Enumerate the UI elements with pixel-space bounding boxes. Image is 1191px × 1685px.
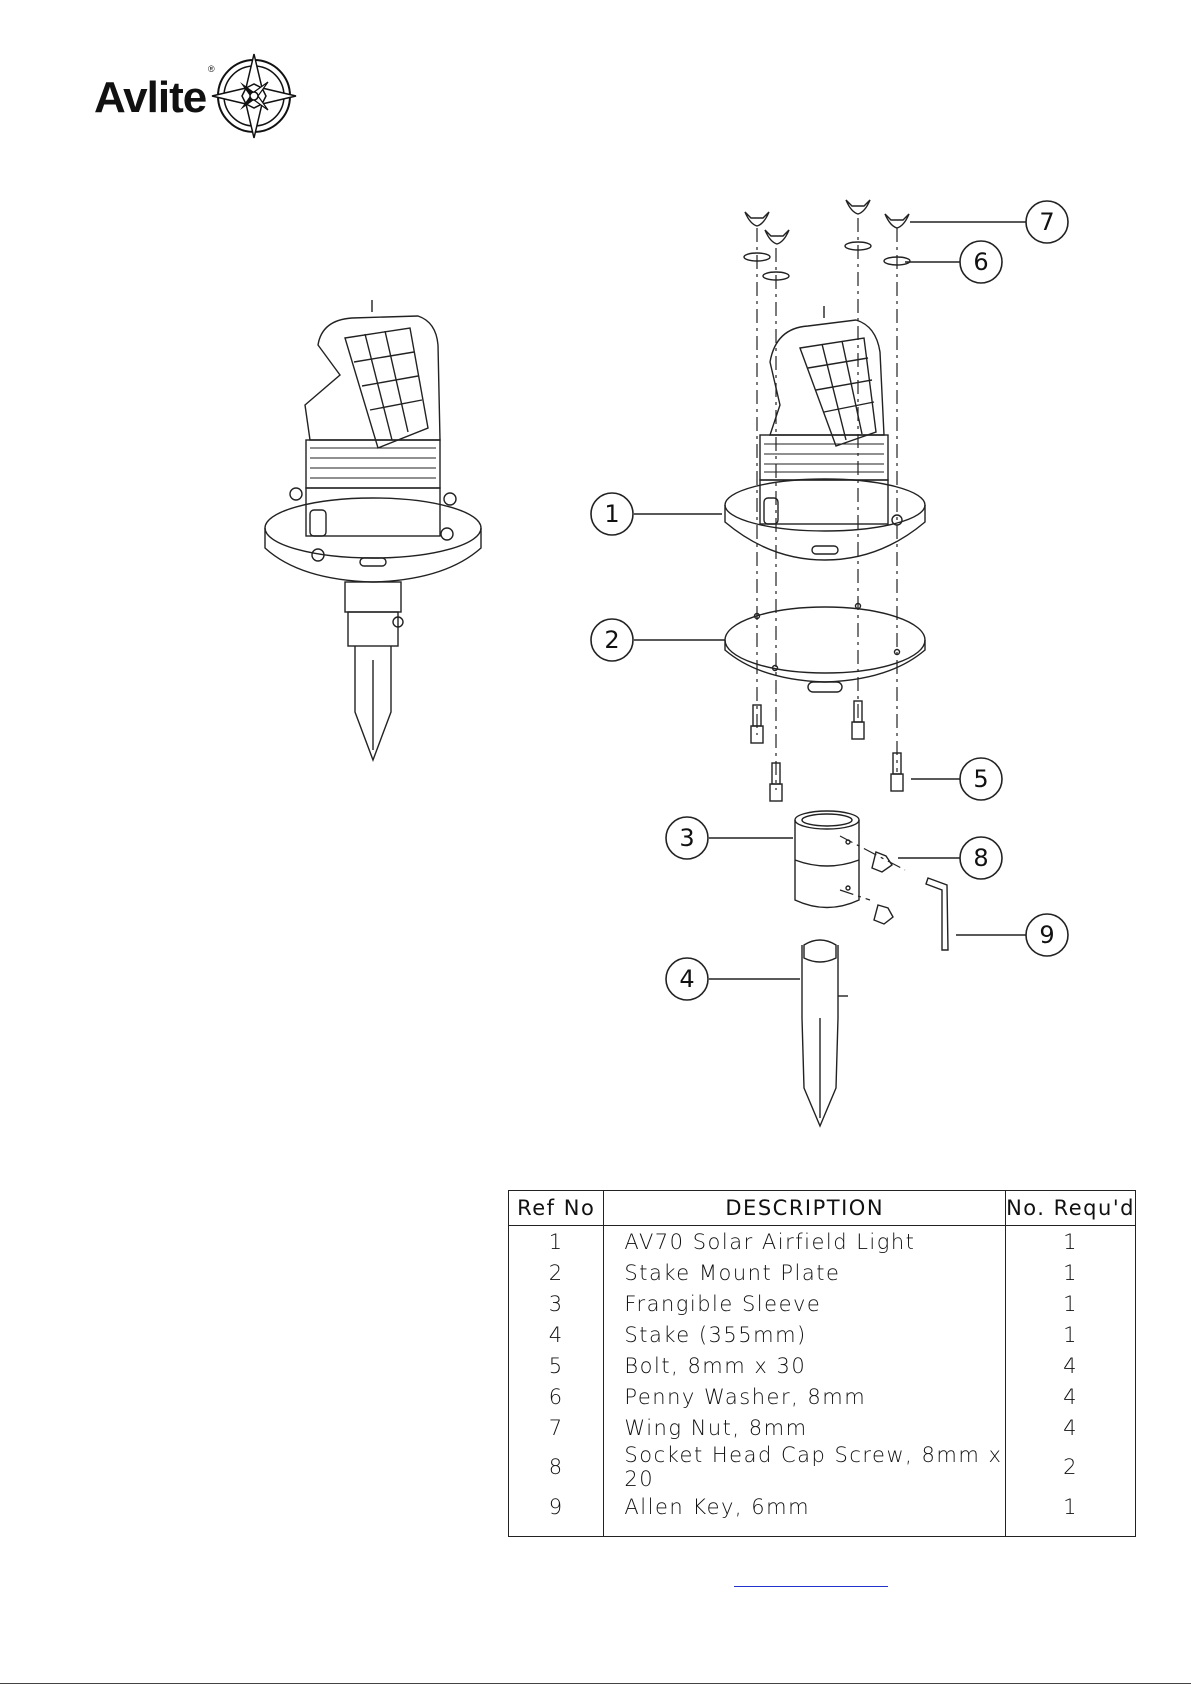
bolt-illustrations: [751, 701, 903, 801]
cap-screw-illustrations: [872, 852, 893, 924]
row-quantity: 1: [1006, 1257, 1136, 1288]
hyperlink-underline[interactable]: [734, 1586, 888, 1587]
exploded-assembly-diagram: 1 2 3 4 5 6 7 8 9: [0, 0, 1191, 1160]
row-ref: 3: [509, 1288, 604, 1319]
light-body-illustration: [725, 306, 925, 560]
row-ref: 9: [509, 1491, 604, 1537]
header-description: DESCRIPTION: [604, 1191, 1006, 1226]
row-description: Stake (355mm): [604, 1319, 1006, 1350]
stake-mount-plate-illustration: [725, 604, 925, 693]
row-quantity: 1: [1006, 1288, 1136, 1319]
callout-3: 3: [679, 824, 694, 852]
row-description: Socket Head Cap Screw, 8mm x 20: [604, 1443, 1006, 1491]
row-quantity: 2: [1006, 1443, 1136, 1491]
callout-8: 8: [973, 844, 988, 872]
row-quantity: 4: [1006, 1350, 1136, 1381]
solar-panel-grid: [345, 328, 428, 448]
callout-9: 9: [1039, 921, 1054, 949]
row-ref: 6: [509, 1381, 604, 1412]
callout-5: 5: [973, 765, 988, 793]
callout-circles: [591, 201, 1068, 1000]
row-ref: 8: [509, 1443, 604, 1491]
row-quantity: 4: [1006, 1381, 1136, 1412]
allen-key-illustration: [926, 878, 948, 950]
assembled-light-illustration: [265, 300, 481, 760]
row-ref: 1: [509, 1226, 604, 1258]
row-description: Wing Nut, 8mm: [604, 1412, 1006, 1443]
callout-4: 4: [679, 965, 694, 993]
row-description: Stake Mount Plate: [604, 1257, 1006, 1288]
callout-7: 7: [1039, 208, 1054, 236]
footer-divider: [0, 1683, 1191, 1684]
stake-illustration: [802, 940, 848, 1126]
row-description: AV70 Solar Airfield Light: [604, 1226, 1006, 1258]
row-quantity: 1: [1006, 1319, 1136, 1350]
row-description: Allen Key, 6mm: [604, 1491, 1006, 1537]
callout-1: 1: [604, 500, 619, 528]
header-ref-no: Ref No: [509, 1191, 604, 1226]
row-ref: 2: [509, 1257, 604, 1288]
row-description: Penny Washer, 8mm: [604, 1381, 1006, 1412]
row-ref: 7: [509, 1412, 604, 1443]
header-quantity: No. Requ'd: [1006, 1191, 1136, 1226]
callout-6: 6: [973, 248, 988, 276]
row-quantity: 1: [1006, 1491, 1136, 1537]
callout-2: 2: [604, 626, 619, 654]
row-quantity: 4: [1006, 1412, 1136, 1443]
penny-washer-illustrations: [744, 242, 910, 280]
row-description: Frangible Sleeve: [604, 1288, 1006, 1319]
row-ref: 4: [509, 1319, 604, 1350]
wing-nut-illustrations: [745, 200, 909, 244]
row-ref: 5: [509, 1350, 604, 1381]
table-header-row: Ref No DESCRIPTION No. Requ'd: [509, 1191, 1136, 1226]
row-quantity: 1: [1006, 1226, 1136, 1258]
row-description: Bolt, 8mm x 30: [604, 1350, 1006, 1381]
fastener-axis-lines: [757, 218, 905, 900]
